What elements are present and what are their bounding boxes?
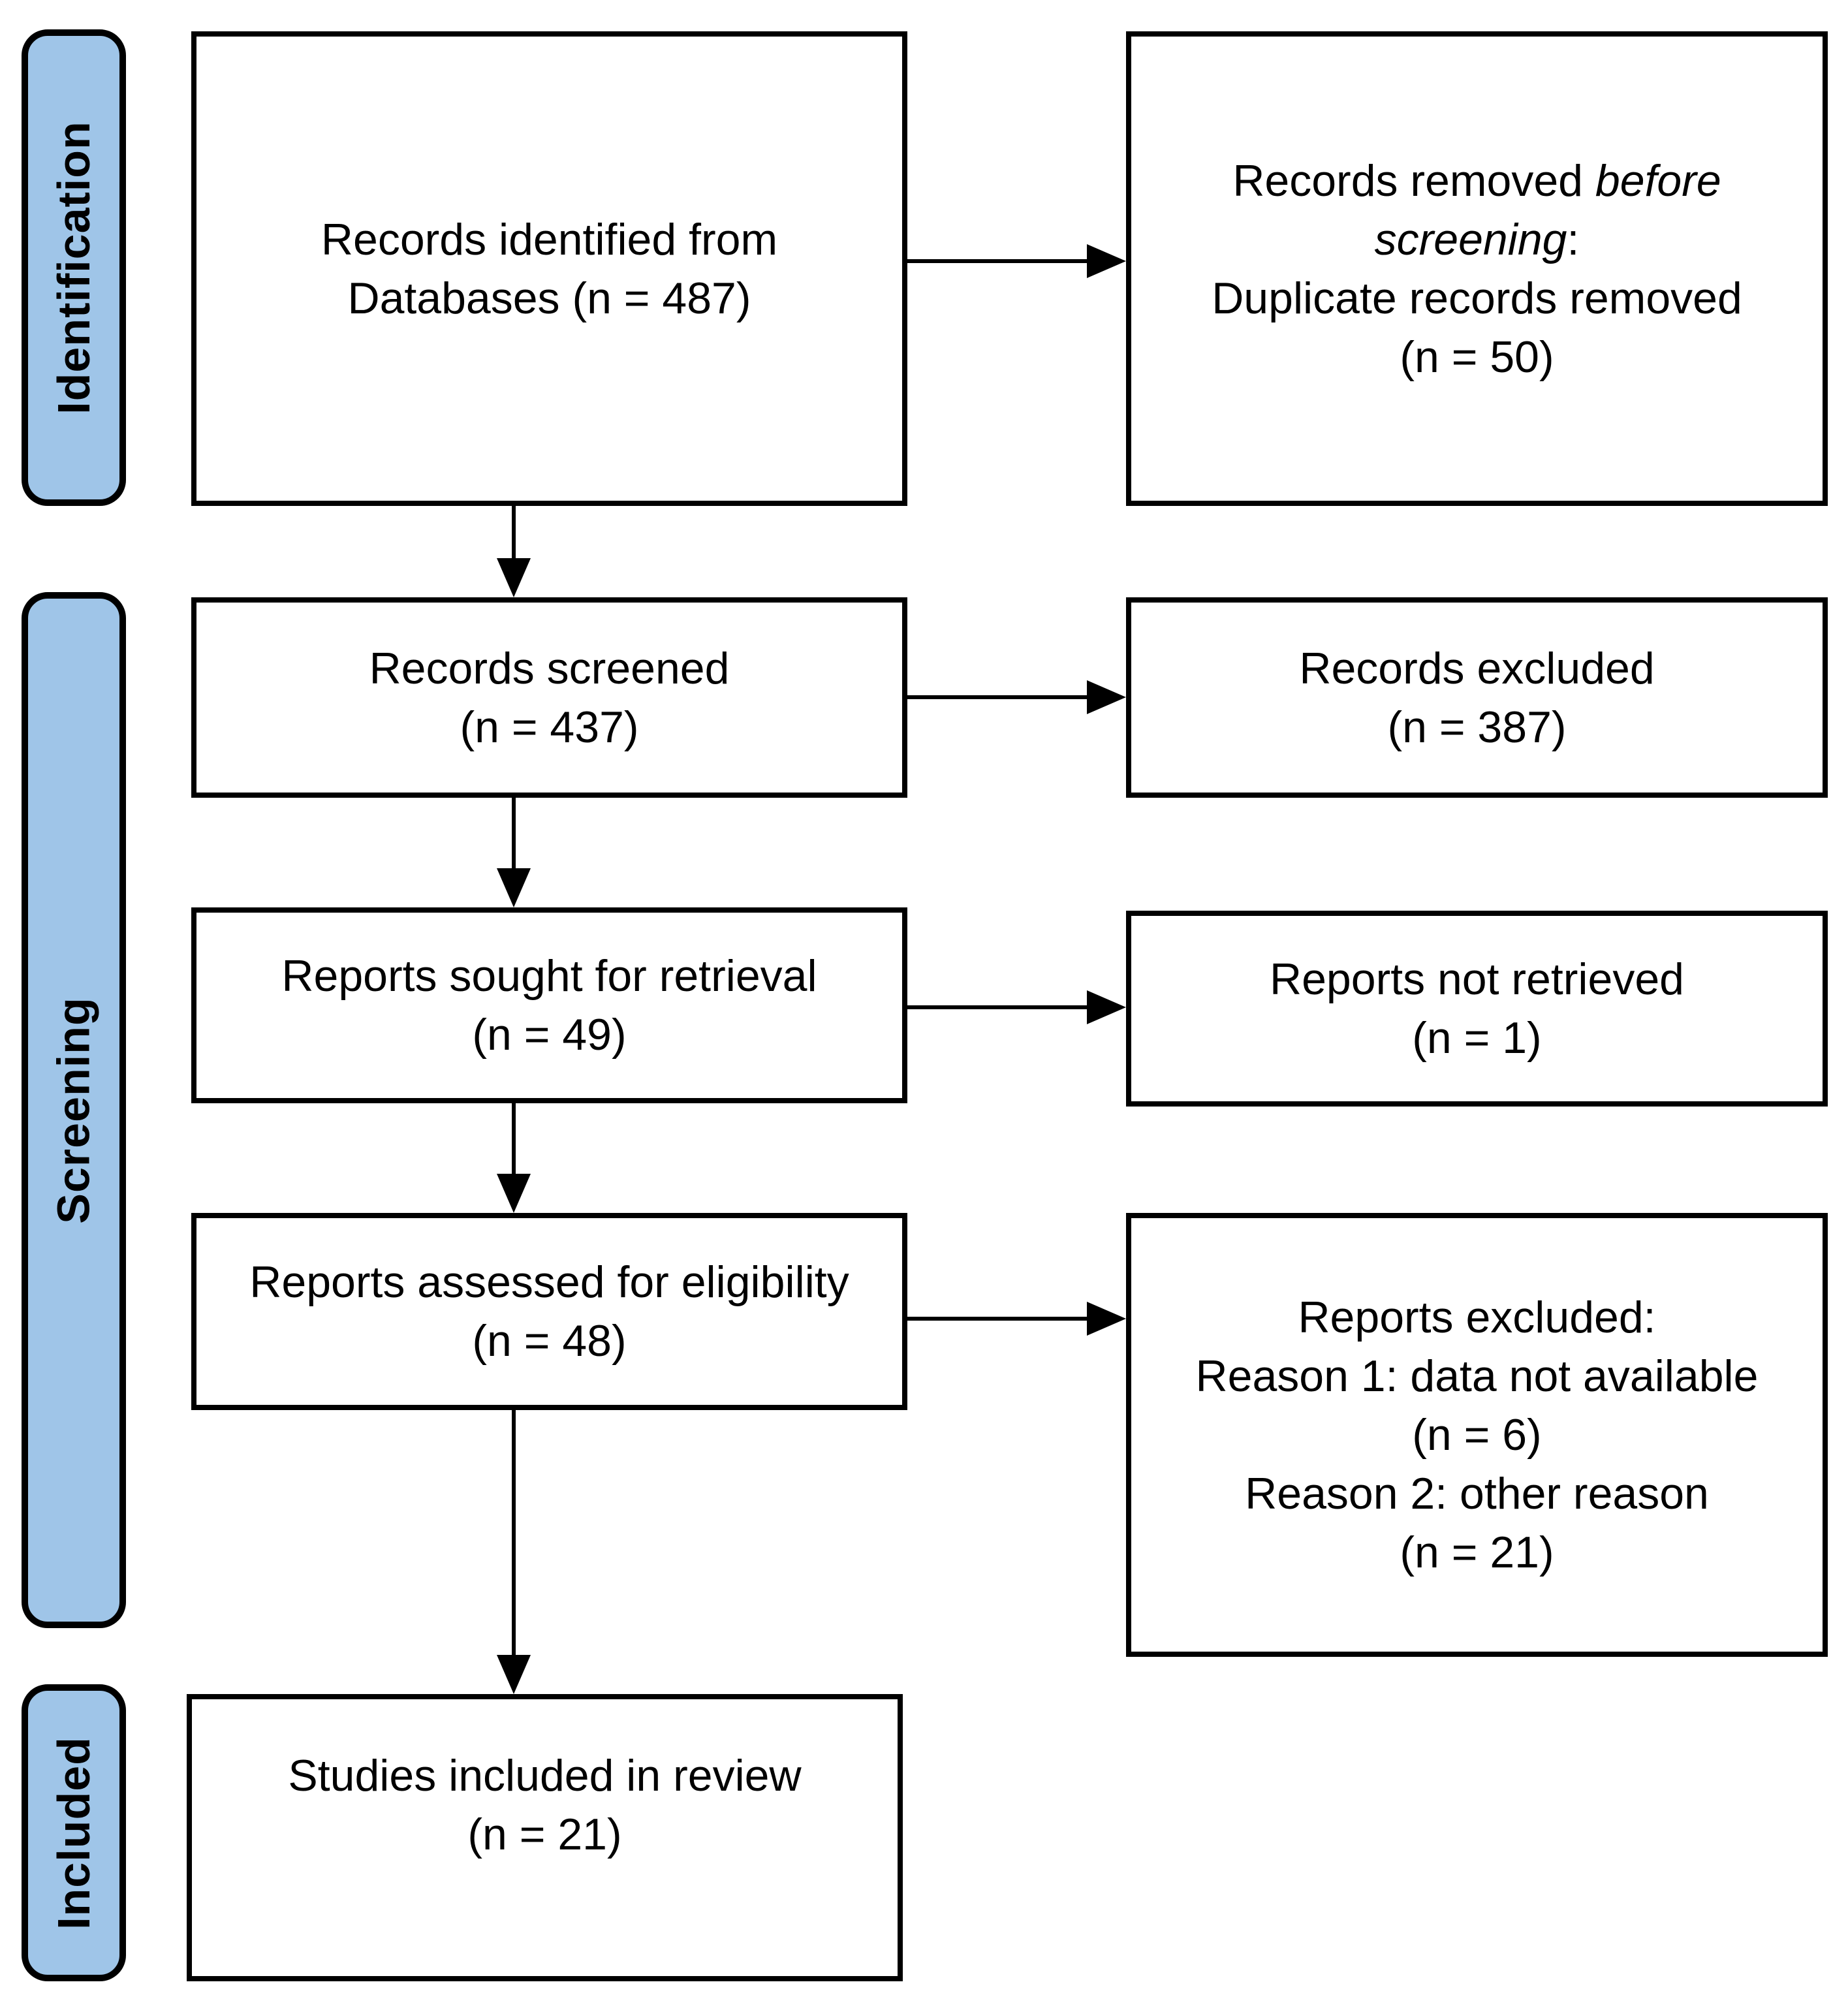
box-text-line: (n = 48) [472, 1316, 627, 1366]
box-text-line: Reports not retrieved [1270, 954, 1684, 1004]
box-reports-excluded: Reports excluded: Reason 1: data not ava… [1126, 1213, 1828, 1657]
stage-pill-screening: Screening [22, 592, 126, 1628]
stage-label-screening: Screening [48, 996, 100, 1224]
box-reports-sought: Reports sought for retrieval (n = 49) [191, 907, 907, 1103]
box-text-line: (n = 387) [1387, 702, 1567, 752]
stage-pill-identification: Identification [22, 29, 126, 506]
stage-label-included: Included [48, 1736, 100, 1930]
box-studies-included: Studies included in review (n = 21) [187, 1694, 903, 1981]
box-text-line: (n = 437) [460, 702, 639, 752]
box-text-line: Duplicate records removed [1212, 273, 1742, 323]
box-text-line: Reason 2: other reason [1245, 1469, 1709, 1518]
box-text-line: Records excluded [1299, 643, 1655, 693]
box-reports-not-retrieved: Reports not retrieved (n = 1) [1126, 911, 1828, 1107]
box-text-line: Reports assessed for eligibility [249, 1257, 849, 1307]
box-text-line: Records removed before [1232, 155, 1721, 206]
box-text-line: (n = 1) [1412, 1013, 1542, 1063]
arrow-identified-to-removed [907, 244, 1126, 278]
arrow-screened-to-sought [497, 798, 531, 907]
box-text-line: (n = 21) [1400, 1528, 1554, 1577]
box-text-line: Reason 1: data not available [1195, 1351, 1759, 1401]
box-records-removed: Records removed before screening: Duplic… [1126, 31, 1828, 506]
box-reports-assessed: Reports assessed for eligibility (n = 48… [191, 1213, 907, 1410]
box-text-line: Databases (n = 487) [347, 273, 751, 323]
stage-pill-included: Included [22, 1684, 126, 1981]
box-records-excluded: Records excluded (n = 387) [1126, 597, 1828, 798]
box-text-line: (n = 6) [1412, 1410, 1542, 1460]
box-text-line: screening: [1374, 214, 1580, 264]
stage-label-identification: Identification [48, 121, 99, 415]
box-text-line: Reports excluded: [1298, 1293, 1656, 1342]
arrow-assessed-to-excluded [907, 1302, 1126, 1336]
box-text-line: (n = 21) [467, 1810, 622, 1859]
box-text-line: Studies included in review [288, 1751, 802, 1800]
box-records-identified: Records identified from Databases (n = 4… [191, 31, 907, 506]
arrow-sought-to-assessed [497, 1103, 531, 1213]
arrow-assessed-to-included [497, 1410, 531, 1694]
box-text-line: (n = 49) [472, 1010, 627, 1060]
arrow-identified-to-screened [497, 506, 531, 597]
box-records-screened: Records screened (n = 437) [191, 597, 907, 798]
arrow-screened-to-excluded [907, 680, 1126, 714]
arrow-sought-to-not-retrieved [907, 990, 1126, 1024]
box-text-line: Records identified from [321, 214, 778, 264]
box-text-line: (n = 50) [1400, 332, 1554, 382]
box-text-line: Reports sought for retrieval [281, 951, 817, 1001]
box-text-line: Records screened [369, 643, 730, 693]
